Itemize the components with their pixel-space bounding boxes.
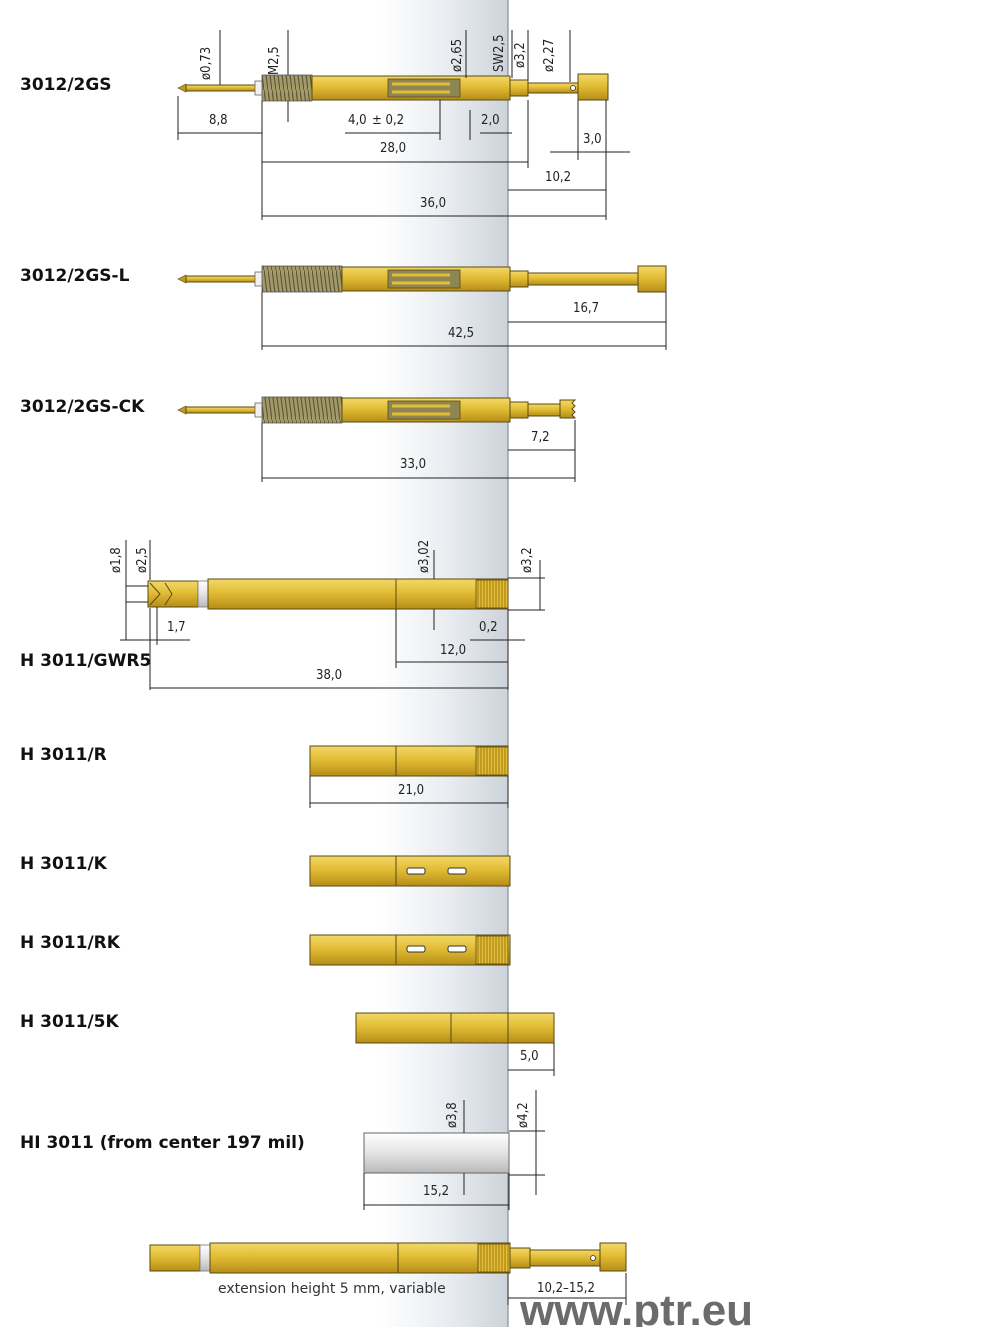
dim-wrench-size: SW2,5 — [492, 34, 507, 72]
item-label-3012-2gs-ck: 3012/2GS-CK — [20, 397, 145, 417]
dim-lines-h3011-r — [309, 776, 509, 808]
extension-note: extension height 5 mm, variable — [218, 1281, 446, 1297]
dim-head-diameter-gwr5: ø2,5 — [135, 547, 150, 573]
dim-tip-diameter: ø2,27 — [542, 39, 557, 72]
dim-collar-diameter-gwr5: ø3,2 — [520, 547, 535, 573]
dim-collar-diameter: ø3,2 — [513, 42, 528, 68]
insulator-hi3011 — [363, 1132, 510, 1174]
dim-total-length-gwr5: 38,0 — [316, 668, 342, 683]
probe-3012-2gs — [177, 73, 609, 102]
dim-lines-h3011-gwr5 — [120, 540, 545, 690]
dim-body-diameter-gwr5: ø3,02 — [417, 540, 432, 573]
probe-3012-2gs-l — [177, 265, 667, 293]
dim-barrel-diameter: ø2,65 — [450, 39, 465, 72]
dim-offset-gwr5: 0,2 — [479, 620, 498, 635]
item-label-hi3011: HI 3011 (from center 197 mil) — [20, 1133, 305, 1153]
dim-stroke: 4,0 — [348, 113, 367, 128]
assembly-view — [149, 1242, 627, 1274]
dim-length-h3011-r: 21,0 — [398, 783, 424, 798]
dim-lines-assembly — [507, 1273, 627, 1305]
item-label-3012-2gs-l: 3012/2GS-L — [20, 266, 130, 286]
dim-lines-3012-2gs — [177, 30, 630, 220]
dim-protrusion-l: 16,7 — [573, 301, 599, 316]
dim-lines-hi3011 — [363, 1090, 545, 1210]
dim-head-length-gwr5: 1,7 — [167, 620, 186, 635]
dim-length-hi3011: 15,2 — [423, 1184, 449, 1199]
item-label-h3011-rk: H 3011/RK — [20, 933, 121, 953]
receptacle-h3011-rk — [309, 934, 511, 966]
dim-protrusion-ck: 7,2 — [531, 430, 550, 445]
dim-travel: 2,0 — [481, 113, 500, 128]
dim-lines-3012-2gs-ck — [261, 420, 576, 482]
receptacle-h3011-k — [309, 855, 511, 887]
dim-head-length: 3,0 — [583, 132, 602, 147]
dim-lines-3012-2gs-l — [261, 292, 667, 350]
dim-pin-diameter: ø0,73 — [199, 47, 214, 80]
item-label-h3011-5k: H 3011/5K — [20, 1012, 119, 1032]
dim-total-length-ck: 33,0 — [400, 457, 426, 472]
receptacle-h3011-5k — [355, 1012, 555, 1044]
dim-pin-length: 8,8 — [209, 113, 228, 128]
dim-lines-h3011-5k — [508, 1043, 555, 1076]
dim-knurl-length-gwr5: 12,0 — [440, 643, 466, 658]
brand-logo: www.ptr.eu — [519, 1286, 753, 1327]
dim-stroke-tolerance: ± 0,2 — [372, 113, 404, 128]
receptacle-h3011-r — [309, 745, 509, 777]
dim-total-length: 36,0 — [420, 196, 446, 211]
dim-outer-diameter-hi3011: ø4,2 — [516, 1102, 531, 1128]
item-label-h3011-k: H 3011/K — [20, 854, 108, 874]
item-label-h3011-r: H 3011/R — [20, 745, 107, 765]
receptacle-h3011-gwr5 — [147, 578, 509, 610]
dim-body-length: 28,0 — [380, 141, 406, 156]
dim-tip-diameter-gwr5: ø1,8 — [109, 547, 124, 573]
probe-3012-2gs-ck — [177, 396, 577, 424]
item-label-h3011-gwr5: H 3011/GWR5 — [20, 651, 151, 671]
background-panel — [380, 0, 508, 1327]
item-label-3012-2gs: 3012/2GS — [20, 75, 112, 95]
dim-total-length-l: 42,5 — [448, 326, 474, 341]
dim-thread: M2,5 — [267, 46, 282, 75]
dim-extension-range: 10,2–15,2 — [537, 1281, 595, 1296]
dim-inner-diameter-hi3011: ø3,8 — [445, 1102, 460, 1128]
dim-protrusion: 10,2 — [545, 170, 571, 185]
dim-protrusion-5k: 5,0 — [520, 1049, 539, 1064]
